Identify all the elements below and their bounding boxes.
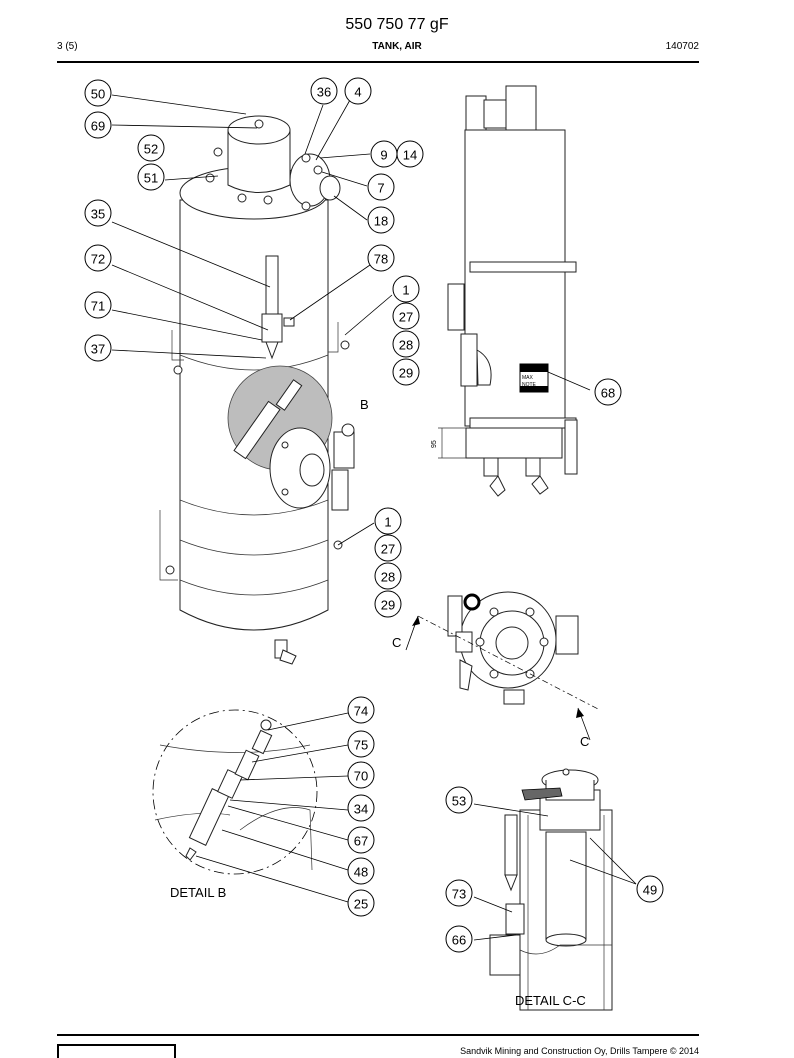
dimension-label: 95: [431, 440, 438, 448]
detail-b-caption: DETAIL B: [170, 885, 226, 900]
callout-37: 37: [84, 334, 112, 362]
callout-number: 18: [374, 214, 388, 229]
callout-number: 51: [144, 171, 158, 186]
callout-14: 14: [396, 140, 424, 168]
callout-number: 36: [317, 85, 331, 100]
callout-number: 1: [402, 283, 409, 298]
callout-number: 9: [380, 148, 387, 163]
sandvik-logo: [57, 1044, 176, 1058]
callout-number: 69: [91, 119, 105, 134]
section-label-c-left: C: [392, 635, 401, 650]
callout-52: 52: [137, 134, 165, 162]
callout-number: 78: [374, 252, 388, 267]
callout-number: 37: [91, 342, 105, 357]
callout-74: 74: [347, 696, 375, 724]
callout-number: 27: [399, 310, 413, 325]
callout-number: 74: [354, 704, 368, 719]
callout-number: 14: [403, 148, 417, 163]
callout-27: 27: [392, 302, 420, 330]
callout-53: 53: [445, 786, 473, 814]
callout-67: 67: [347, 826, 375, 854]
callout-25: 25: [347, 889, 375, 917]
callout-number: 73: [452, 887, 466, 902]
callout-number: 68: [601, 386, 615, 401]
callout-9: 9: [370, 140, 398, 168]
page-subtitle: TANK, AIR: [372, 41, 422, 52]
callout-4: 4: [344, 77, 372, 105]
callout-number: 35: [91, 207, 105, 222]
top-plan-view: [447, 591, 579, 705]
callout-27: 27: [374, 534, 402, 562]
section-label-c-right: C: [580, 734, 589, 749]
detail-b-view: [152, 709, 318, 875]
page-number: 3 (5): [57, 41, 78, 52]
callout-28: 28: [374, 562, 402, 590]
callout-number: 53: [452, 794, 466, 809]
callout-49: 49: [636, 875, 664, 903]
leader-lines: [111, 94, 637, 941]
plate-max: MAX: [522, 375, 534, 381]
callout-number: 25: [354, 897, 368, 912]
callout-73: 73: [445, 879, 473, 907]
callout-35: 35: [84, 199, 112, 227]
callout-50: 50: [84, 79, 112, 107]
callout-28: 28: [392, 330, 420, 358]
document-code: 140702: [665, 41, 699, 52]
page-title: 550 750 77 gF: [345, 16, 449, 33]
callout-number: 28: [399, 338, 413, 353]
footer-copyright: Sandvik Mining and Construction Oy, Dril…: [460, 1046, 699, 1056]
header-rule: [57, 61, 699, 63]
callout-number: 48: [354, 865, 368, 880]
callout-75: 75: [347, 730, 375, 758]
callout-51: 51: [137, 163, 165, 191]
callout-66: 66: [445, 925, 473, 953]
callout-36: 36: [310, 77, 338, 105]
callout-number: 29: [381, 598, 395, 613]
callout-number: 66: [452, 933, 466, 948]
callout-number: 1: [384, 515, 391, 530]
callout-72: 72: [84, 244, 112, 272]
callout-number: 49: [643, 883, 657, 898]
callout-70: 70: [347, 761, 375, 789]
callout-number: 4: [354, 85, 361, 100]
callout-29: 29: [374, 590, 402, 618]
detail-cc-caption: DETAIL C-C: [515, 993, 586, 1008]
section-label-b: B: [360, 397, 369, 412]
callout-number: 28: [381, 570, 395, 585]
callout-number: 27: [381, 542, 395, 557]
footer-rule: [57, 1034, 699, 1036]
callout-number: 52: [144, 142, 158, 157]
side-elevation-view: MAX NOTE 95: [431, 85, 578, 497]
callout-number: 75: [354, 738, 368, 753]
callout-71: 71: [84, 291, 112, 319]
callout-number: 34: [354, 802, 368, 817]
callout-1: 1: [374, 507, 402, 535]
callout-29: 29: [392, 358, 420, 386]
callout-34: 34: [347, 794, 375, 822]
callout-number: 29: [399, 366, 413, 381]
callout-number: 67: [354, 834, 368, 849]
callout-7: 7: [367, 173, 395, 201]
callout-18: 18: [367, 206, 395, 234]
callout-number: 7: [377, 181, 384, 196]
callout-number: 70: [354, 769, 368, 784]
callout-number: 50: [91, 87, 105, 102]
callout-number: 71: [91, 299, 105, 314]
callout-number: 72: [91, 252, 105, 267]
callout-68: 68: [594, 378, 622, 406]
plate-note: NOTE: [522, 382, 537, 388]
detail-cc-view: [489, 768, 613, 1011]
callout-1: 1: [392, 275, 420, 303]
main-tank-view: [159, 115, 355, 665]
callout-69: 69: [84, 111, 112, 139]
callout-78: 78: [367, 244, 395, 272]
callout-48: 48: [347, 857, 375, 885]
